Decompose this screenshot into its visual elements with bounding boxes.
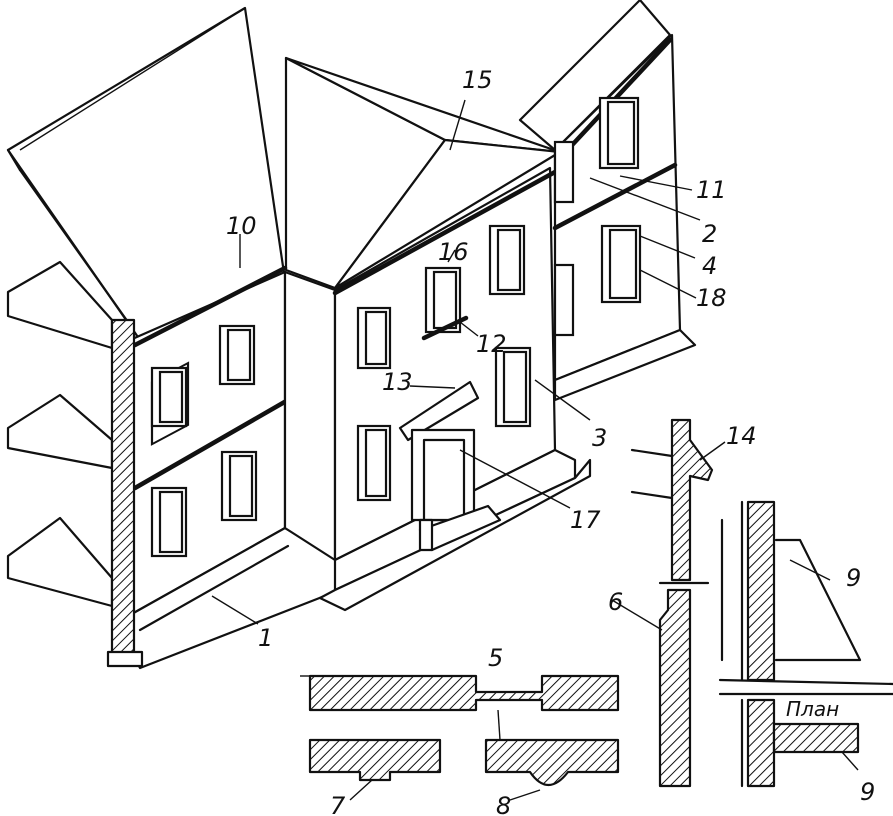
callout-4: 4 <box>702 252 717 280</box>
callout-15: 15 <box>462 66 493 94</box>
section-6-14 <box>670 418 714 582</box>
pediment <box>333 138 562 290</box>
callout-14: 14 <box>726 422 757 450</box>
callout-1: 1 <box>258 624 273 652</box>
door-cornice <box>398 380 480 442</box>
callout-2: 2 <box>702 220 717 248</box>
slab-middle <box>6 393 114 470</box>
callout-3: 3 <box>592 424 607 452</box>
callout-6: 6 <box>608 588 623 616</box>
callout-17: 17 <box>570 506 601 534</box>
callout-labels: 1 2 3 4 5 6 7 8 9 9 10 11 12 13 14 15 16… <box>226 66 875 816</box>
callout-10: 10 <box>226 212 257 240</box>
callout-11: 11 <box>696 176 727 204</box>
leader-lines <box>211 99 859 801</box>
right-roof <box>518 0 672 152</box>
plan-label: План <box>786 697 839 721</box>
callout-16: 16 <box>438 238 469 266</box>
callout-5: 5 <box>488 644 503 672</box>
section-7 <box>308 738 442 782</box>
cut-wall-column <box>110 318 136 662</box>
callout-7: 7 <box>330 792 346 816</box>
section-8 <box>484 738 620 787</box>
section-details <box>300 418 893 788</box>
wall-plan <box>746 698 776 788</box>
buttress-plan <box>772 722 860 754</box>
slab-bottom <box>6 516 114 608</box>
callout-9-elevation: 9 <box>846 564 861 592</box>
callout-12: 12 <box>476 330 507 358</box>
section-5 <box>308 674 620 712</box>
callout-9-plan: 9 <box>860 778 875 806</box>
callout-18: 18 <box>696 284 727 312</box>
wall-elevation <box>746 500 776 682</box>
building-axonometric <box>6 0 697 670</box>
callout-8: 8 <box>496 792 511 816</box>
callout-13: 13 <box>382 368 413 396</box>
